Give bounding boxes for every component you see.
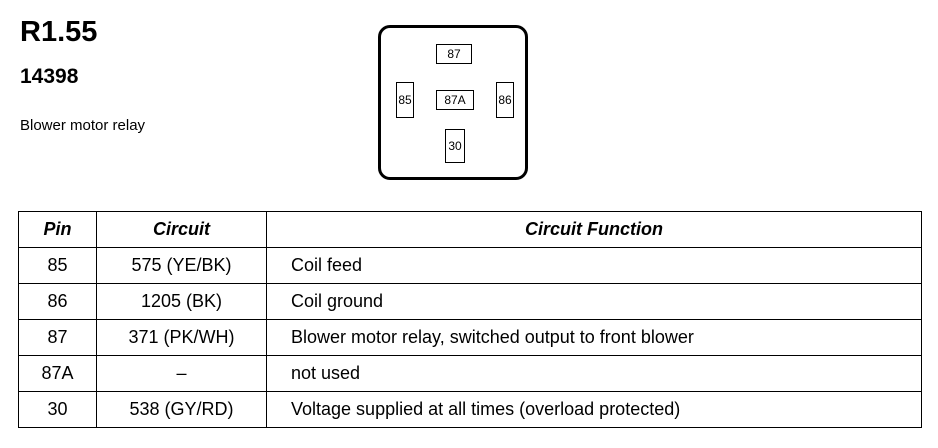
- relay-pin-87a: 87A: [436, 90, 474, 110]
- cell-circuit: 538 (GY/RD): [96, 391, 267, 428]
- page-title: R1.55: [20, 16, 98, 48]
- relay-pin-85: 85: [396, 82, 414, 118]
- column-header-circuit: Circuit: [96, 211, 267, 248]
- cell-pin: 86: [18, 283, 97, 320]
- cell-pin: 87: [18, 319, 97, 356]
- cell-function: Coil feed: [266, 247, 922, 284]
- cell-pin: 85: [18, 247, 97, 284]
- relay-connector-diagram: 87 85 87A 86 30: [378, 25, 528, 180]
- part-number: 14398: [20, 65, 79, 88]
- relay-pin-30: 30: [445, 129, 465, 163]
- relay-pin-86: 86: [496, 82, 514, 118]
- cell-function: Blower motor relay, switched output to f…: [266, 319, 922, 356]
- cell-circuit: 575 (YE/BK): [96, 247, 267, 284]
- table-header-row: Pin Circuit Circuit Function: [18, 211, 922, 248]
- cell-function: Voltage supplied at all times (overload …: [266, 391, 922, 428]
- cell-function: not used: [266, 355, 922, 392]
- cell-function: Coil ground: [266, 283, 922, 320]
- relay-pin-87: 87: [436, 44, 472, 64]
- pin-table: Pin Circuit Circuit Function 85 575 (YE/…: [18, 211, 922, 428]
- component-description: Blower motor relay: [20, 117, 146, 134]
- cell-circuit: 1205 (BK): [96, 283, 267, 320]
- table-row: 30 538 (GY/RD) Voltage supplied at all t…: [18, 391, 922, 428]
- column-header-function: Circuit Function: [266, 211, 922, 248]
- cell-circuit: 371 (PK/WH): [96, 319, 267, 356]
- table-row: 86 1205 (BK) Coil ground: [18, 283, 922, 320]
- table-row: 87A – not used: [18, 355, 922, 392]
- column-header-pin: Pin: [18, 211, 97, 248]
- cell-pin: 87A: [18, 355, 97, 392]
- cell-pin: 30: [18, 391, 97, 428]
- cell-circuit: –: [96, 355, 267, 392]
- table-row: 87 371 (PK/WH) Blower motor relay, switc…: [18, 319, 922, 356]
- table-row: 85 575 (YE/BK) Coil feed: [18, 247, 922, 284]
